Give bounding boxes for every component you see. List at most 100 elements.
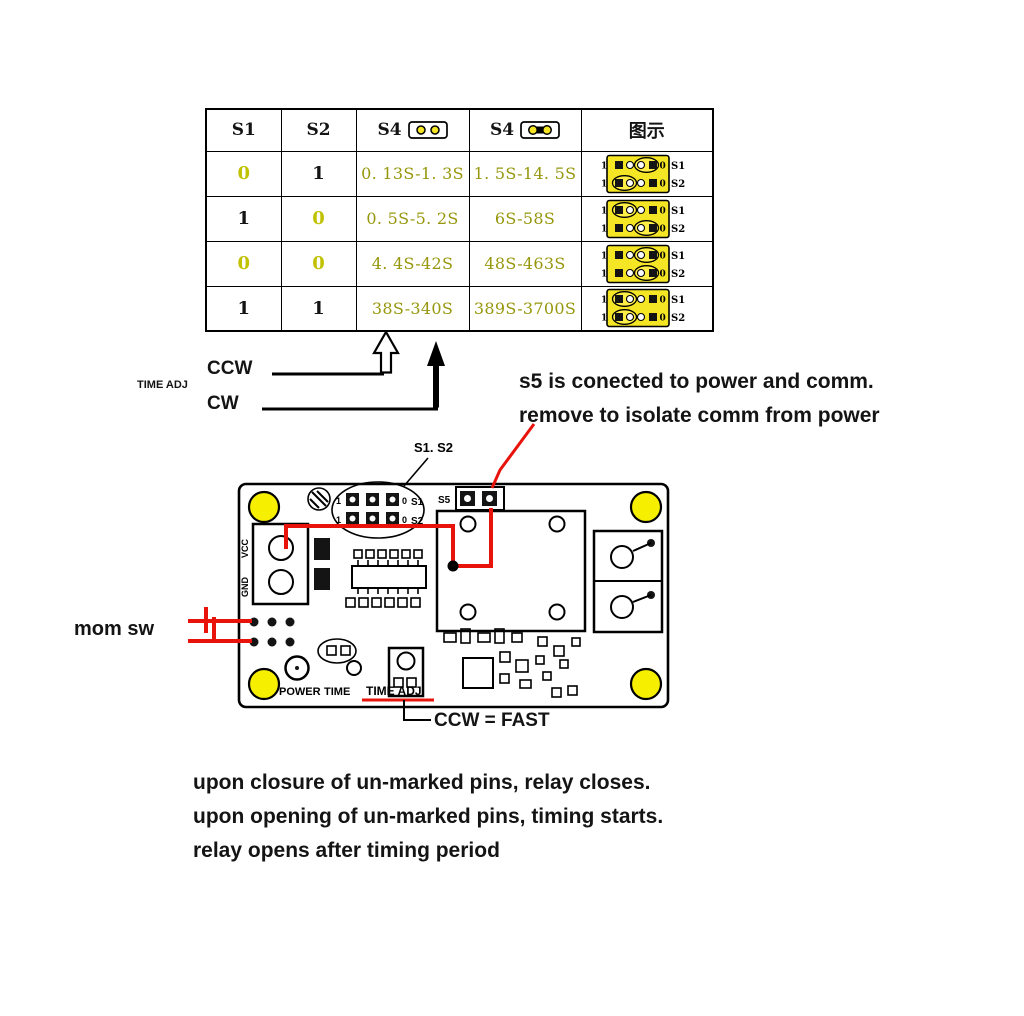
- vcc-gnd-terminal: VCC GND: [240, 522, 310, 606]
- s5-jumper: S5: [438, 486, 505, 511]
- ccw-fast-label: CCW = FAST: [434, 710, 550, 731]
- s4-shorted-range: 1. 5S-14. 5S: [468, 150, 582, 197]
- mounting-hole: [247, 490, 281, 524]
- svg-text:1: 1: [601, 179, 607, 189]
- header-s2: S2: [280, 108, 357, 152]
- svg-text:0: 0: [402, 496, 407, 506]
- svg-text:VCC: VCC: [240, 538, 250, 558]
- output-terminal-block: [592, 529, 664, 634]
- hatched-cap: [307, 487, 331, 511]
- s1-value: 1: [205, 195, 282, 242]
- power-label: POWER: [279, 686, 321, 698]
- behavior-note: upon closure of un-marked pins, relay cl…: [193, 766, 663, 868]
- time-adj-label: TIME ADJ: [366, 684, 422, 698]
- header-diagram: 图示: [580, 108, 714, 152]
- svg-text:0: 0: [659, 296, 665, 306]
- svg-text:1: 1: [601, 206, 607, 216]
- svg-text:0: 0: [402, 515, 407, 525]
- header-s4-open: S4: [355, 108, 470, 152]
- ic-chip: [351, 560, 427, 594]
- svg-text:0: 0: [659, 179, 665, 189]
- svg-text:S5: S5: [438, 495, 451, 506]
- svg-text:1: 1: [601, 251, 607, 261]
- ccw-fast-callout-line: [403, 700, 431, 721]
- s5-callout-wire: [490, 423, 536, 489]
- svg-text:S2: S2: [671, 179, 685, 190]
- mom-sw-wires: [188, 607, 252, 643]
- s1-value: 0: [205, 150, 282, 197]
- jumper-shorted-icon: [520, 121, 560, 140]
- svg-text:0: 0: [659, 161, 665, 171]
- cw-solid-arrow-icon: [427, 341, 445, 408]
- s2-value: 1: [280, 150, 357, 197]
- header-s4-open-label: S4: [377, 120, 402, 141]
- svg-text:0: 0: [659, 206, 665, 216]
- svg-text:S1: S1: [671, 295, 685, 306]
- crystal: [317, 638, 362, 676]
- smd-components: [314, 538, 423, 590]
- mounting-hole: [629, 490, 663, 524]
- svg-text:S2: S2: [411, 516, 424, 527]
- power-pot: [284, 655, 310, 681]
- s1s2-callout: S1. S2: [414, 440, 453, 455]
- s1s2-jumper-block: 1 1 0 S1 0 S2: [331, 481, 425, 539]
- s1-value: 0: [205, 240, 282, 287]
- mounting-hole: [247, 667, 281, 701]
- behavior-note-line2: upon opening of un-marked pins, timing s…: [193, 805, 664, 828]
- relay: [435, 509, 587, 633]
- svg-text:1: 1: [601, 296, 607, 306]
- s4-open-range: 0. 13S-1. 3S: [355, 150, 470, 197]
- header-s4-shorted-label: S4: [489, 120, 515, 141]
- mounting-hole: [629, 667, 663, 701]
- mom-sw-label: mom sw: [74, 618, 155, 640]
- s4-shorted-range: 6S-58S: [468, 195, 582, 242]
- ccw-label: CCW: [207, 358, 253, 379]
- svg-text:S2: S2: [671, 269, 685, 280]
- time-adj-caption: TIME ADJ: [137, 379, 188, 391]
- s4-open-range: 38S-340S: [355, 285, 470, 332]
- ccw-hollow-arrow-icon: [372, 329, 400, 374]
- svg-text:S1: S1: [671, 251, 685, 262]
- header-s1: S1: [205, 108, 282, 152]
- s4-shorted-range: 48S-463S: [468, 240, 582, 287]
- s4-open-range: 4. 4S-42S: [355, 240, 470, 287]
- header-s4-shorted: S4: [468, 108, 582, 152]
- svg-text:S2: S2: [671, 313, 685, 324]
- cw-label: CW: [207, 393, 239, 414]
- power-wire: [284, 524, 455, 566]
- svg-text:S1: S1: [411, 497, 424, 508]
- svg-text:GND: GND: [240, 577, 250, 598]
- s5-note-line1: s5 is conected to power and comm.: [519, 370, 874, 393]
- s5-note: s5 is conected to power and comm. remove…: [519, 365, 880, 433]
- s4-open-range: 0. 5S-5. 2S: [355, 195, 470, 242]
- svg-text:S2: S2: [671, 224, 685, 235]
- pcb-board: [237, 482, 670, 709]
- s4-shorted-range: 389S-3700S: [468, 285, 582, 332]
- svg-text:1: 1: [601, 314, 607, 324]
- s2-value: 1: [280, 285, 357, 332]
- resistor-row: [345, 597, 421, 608]
- s1s2-callout-line: [403, 457, 429, 487]
- svg-text:1: 1: [336, 496, 341, 506]
- time-label: TIME: [324, 686, 350, 698]
- svg-text:1: 1: [601, 224, 607, 234]
- table-header-row: S1 S2 S4 S4 图示: [205, 108, 714, 152]
- behavior-note-line1: upon closure of un-marked pins, relay cl…: [193, 771, 651, 794]
- behavior-note-line3: relay opens after timing period: [193, 839, 500, 862]
- svg-text:1: 1: [601, 269, 607, 279]
- s5-note-line2: remove to isolate comm from power: [519, 404, 880, 427]
- svg-text:1: 1: [601, 161, 607, 171]
- svg-text:S1: S1: [671, 161, 685, 172]
- trigger-pin-header: [249, 617, 295, 647]
- s2-value: 0: [280, 195, 357, 242]
- jumper-open-icon: [407, 121, 448, 140]
- wire-junction-dot: [447, 560, 459, 572]
